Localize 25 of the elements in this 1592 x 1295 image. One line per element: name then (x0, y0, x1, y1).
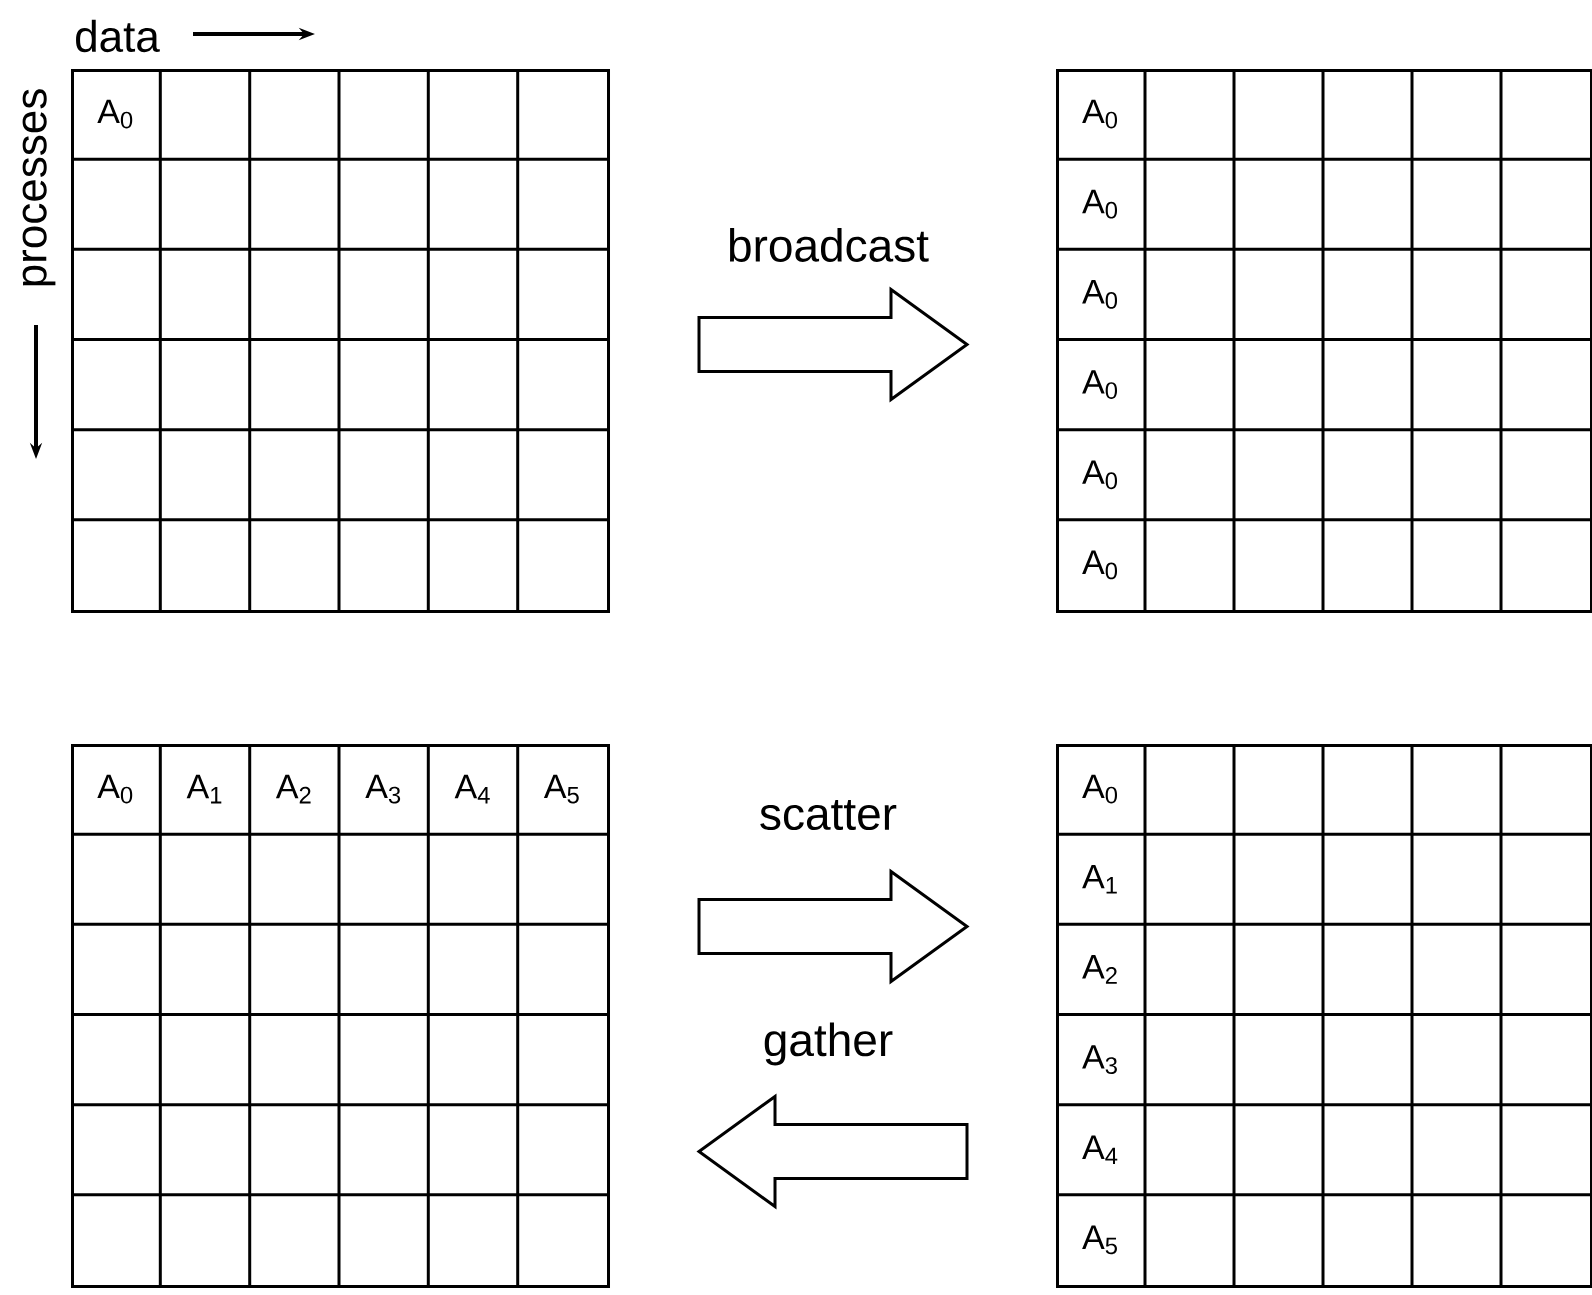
cell-label: A$_{5}$ (543, 774, 579, 804)
cell-label: A$_{0}$ (1082, 189, 1117, 219)
cell-label: A$_{0}$ (97, 774, 133, 804)
cell-label: A$_{0}$ (1082, 370, 1117, 399)
cell-label: A$_{0}$ (1082, 550, 1117, 580)
cell-label: A$_{0}$ (1082, 460, 1117, 490)
cell-label: A$_{0}$ (1082, 99, 1117, 129)
cell-label: A$_{2}$ (275, 774, 311, 804)
block-arrow (696, 1093, 969, 1210)
edge-label: broadcast (730, 228, 929, 262)
cell-label: A$_{0}$ (1082, 774, 1117, 804)
cell-label: A$_{3}$ (1082, 1045, 1117, 1074)
edge-label: gather (764, 1022, 893, 1066)
edge-label: scatter (760, 799, 897, 831)
cell-label: A$_{4}$ (1082, 1135, 1118, 1165)
cell-label: A$_{1}$ (1082, 864, 1117, 894)
cell-label: A$_{5}$ (1082, 1225, 1117, 1255)
cell-label: A$_{3}$ (365, 774, 401, 804)
cell-label: A$_{2}$ (1082, 955, 1117, 984)
block-arrow (697, 286, 970, 403)
cell-label: A$_{0}$ (1082, 280, 1117, 309)
cell-label: A$_{0}$ (97, 99, 133, 129)
block-arrow (697, 868, 970, 985)
cell-label: A$_{1}$ (186, 774, 222, 804)
cell-label: A$_{4}$ (454, 774, 490, 804)
